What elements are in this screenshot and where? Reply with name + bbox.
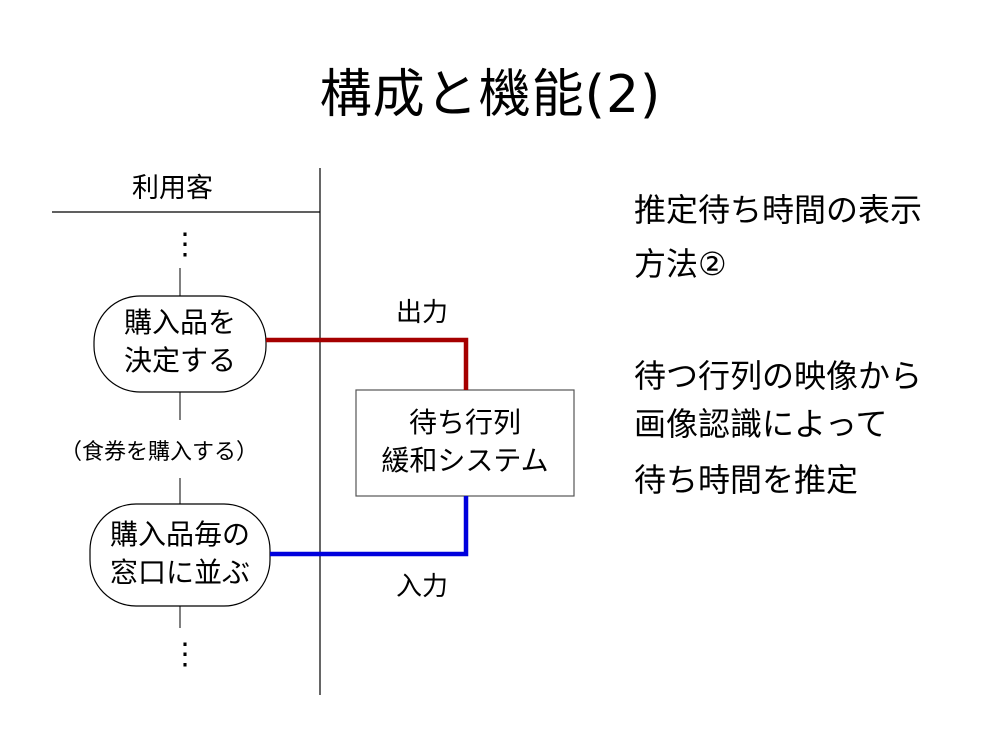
node-queue-line1: 購入品毎の [109,518,250,551]
node-decide-line1: 購入品を [123,306,236,339]
output-line [266,337,469,390]
node-decide-line2: 決定する [123,344,236,377]
input-label: 入力 [396,572,449,602]
method-heading: 推定待ち時間の表示 方法② [634,186,974,288]
node-queue-line2: 窓口に並ぶ [109,556,250,589]
system-box-line2: 緩和システム [381,444,549,477]
ellipsis-bottom-icon: ⋮ [170,637,200,672]
method-description-line2: 画像認識によって [634,405,888,443]
node-decide: 購入品を 決定する [94,304,266,380]
system-box: 待ち行列 緩和システム [356,404,574,480]
method-description: 待つ行列の映像から 画像認識によって 待ち時間を推定 [634,352,974,504]
method-heading-line2: 方法② [634,245,727,283]
system-box-shape [355,389,575,497]
method-description-line3: 待ち時間を推定 [634,461,859,499]
slide-title: 構成と機能(2) [319,65,662,125]
node-decide-shape [93,295,267,393]
ellipsis-top-icon: ⋮ [170,227,200,262]
buy-ticket-label: （食券を購入する） [60,440,259,465]
method-description-line1: 待つ行列の映像から [634,357,923,395]
node-queue: 購入品毎の 窓口に並ぶ [90,516,270,592]
method-heading-line1: 推定待ち時間の表示 [634,191,923,229]
lane-header-label: 利用客 [132,173,213,204]
system-box-line1: 待ち行列 [408,406,521,439]
input-line [270,496,469,557]
output-label: 出力 [396,298,449,328]
